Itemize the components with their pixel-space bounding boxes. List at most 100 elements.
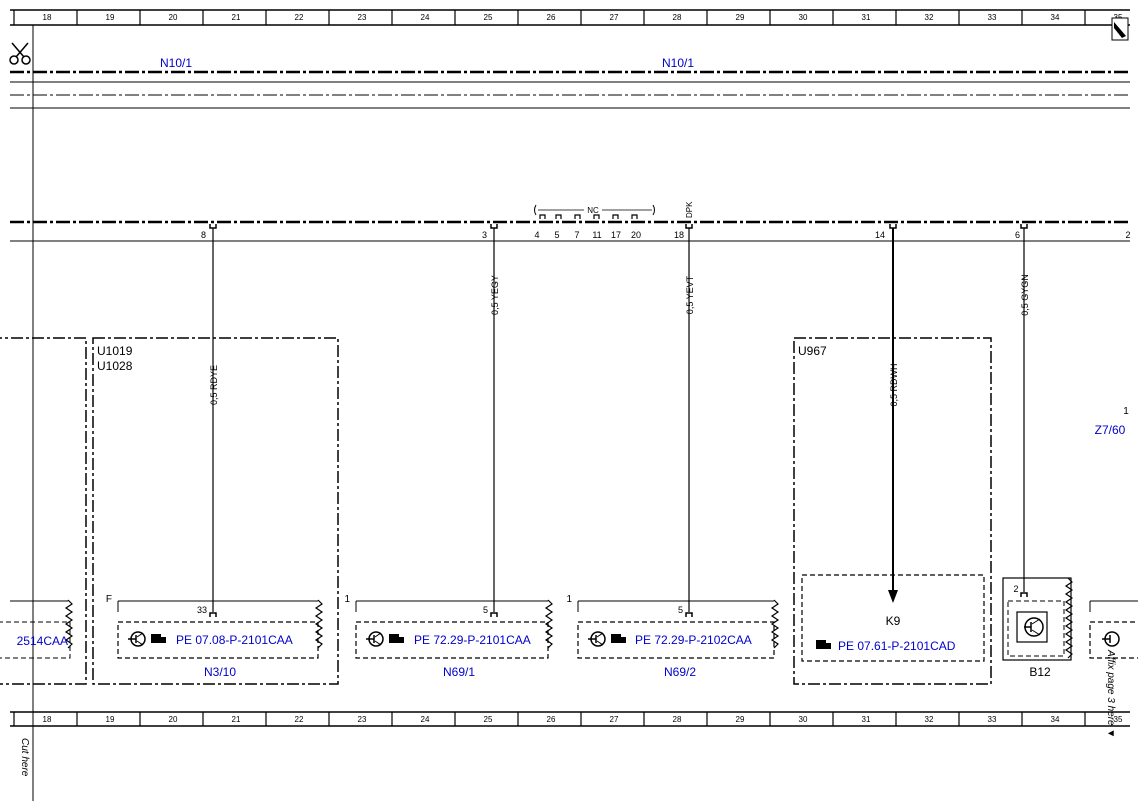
ruler-bottom-number: 20 — [169, 715, 178, 724]
ruler-top-number: 31 — [862, 13, 871, 22]
component-name-link[interactable]: Z7/60 — [1095, 423, 1126, 437]
dpk-label: DPK — [685, 201, 694, 218]
ruler-bottom-number: 28 — [673, 715, 682, 724]
ruler-bottom-number: 26 — [547, 715, 556, 724]
ruler-bottom-number: 23 — [358, 715, 367, 724]
component-corner-label: F — [106, 594, 112, 605]
ruler-bottom-number: 19 — [106, 715, 115, 724]
nc-bracket — [534, 204, 655, 216]
ruler-bottom-number: 18 — [43, 715, 52, 724]
pin-number: 4 — [534, 230, 539, 240]
pin-number: 7 — [574, 230, 579, 240]
component-name-link[interactable]: N69/1 — [443, 665, 475, 679]
nc-label: NC — [587, 206, 599, 215]
pin-number: 18 — [674, 230, 684, 240]
group-label: U967 — [798, 344, 827, 358]
scissors-icon — [9, 42, 31, 65]
ruler-top-number: 19 — [106, 13, 115, 22]
bus-label-right[interactable]: N10/1 — [662, 56, 694, 70]
ruler-top-number: 20 — [169, 13, 178, 22]
bus-n10-1 — [10, 70, 1130, 109]
ruler-top-number: 25 — [484, 13, 493, 22]
ruler-bottom-number: 22 — [295, 715, 304, 724]
pin-number: 3 — [482, 230, 487, 240]
ruler-top-number: 27 — [610, 13, 619, 22]
component-ref-link[interactable]: PE 72.29-P-2102CAA — [635, 633, 752, 647]
ruler-bottom-number: 27 — [610, 715, 619, 724]
component-name-link[interactable]: N3/10 — [204, 665, 236, 679]
ruler-top-number: 23 — [358, 13, 367, 22]
pin-number: 11 — [592, 230, 601, 240]
ruler-bottom-number: 31 — [862, 715, 871, 724]
pin-number: 6 — [1015, 230, 1020, 240]
wire-label: 0,5 RDYE — [209, 365, 219, 405]
reference-hand-icon — [611, 634, 626, 643]
ruler-top-number: 24 — [421, 13, 430, 22]
reference-hand-icon — [151, 634, 166, 643]
pin-number: 5 — [678, 605, 683, 615]
component-n69-1 — [355, 599, 554, 659]
connector-bar — [10, 220, 1130, 242]
wire-label: 0,5 YEGY — [490, 275, 500, 315]
component-ref-link[interactable]: PE 07.61-P-2101CAD — [838, 639, 956, 653]
ruler-top-number: 21 — [232, 13, 241, 22]
wire-label: 0,5 RDWH — [889, 363, 899, 406]
pin-number: 2 — [1013, 584, 1018, 594]
transistor-icon — [128, 631, 146, 647]
ruler-top-number: 33 — [988, 13, 997, 22]
pin-number: 14 — [875, 230, 885, 240]
cut-here-label: Cut here — [19, 738, 30, 777]
pin-number: 17 — [611, 230, 621, 240]
pin-number: 5 — [483, 605, 488, 615]
component-ref-link[interactable]: PE 72.29-P-2101CAA — [414, 633, 531, 647]
pin-number: 2 — [1125, 230, 1130, 240]
ruler-bottom-number: 24 — [421, 715, 430, 724]
transistor-icon — [1024, 617, 1044, 637]
component-ref-link[interactable]: PE 07.08-P-2101CAA — [176, 633, 293, 647]
pin-number: 5 — [554, 230, 559, 240]
component-corner-label: 1 — [344, 594, 350, 605]
component-k9 — [801, 574, 985, 662]
component-name: B12 — [1029, 665, 1051, 679]
component-name: K9 — [886, 614, 901, 628]
group-box-left-partial — [0, 337, 87, 685]
group-label: U1028 — [97, 359, 133, 373]
ruler-top-number: 28 — [673, 13, 682, 22]
group-label: U1019 — [97, 344, 133, 358]
page-corner-icon — [1111, 17, 1129, 41]
transistor-icon — [1102, 631, 1120, 647]
component-name-link[interactable]: N69/2 — [664, 665, 696, 679]
ruler-top-number: 30 — [799, 13, 808, 22]
component-n3-10 — [117, 599, 324, 659]
pin-number: 33 — [197, 605, 207, 615]
ruler-bottom-number: 29 — [736, 715, 745, 724]
group-box-u967 — [793, 337, 992, 685]
component-corner-label: 1 — [566, 594, 572, 605]
ruler-bottom-number: 21 — [232, 715, 241, 724]
wire-rdwh[interactable] — [888, 228, 898, 603]
ruler-top-number: 18 — [43, 13, 52, 22]
transistor-icon — [588, 631, 606, 647]
ruler-bottom-number: 25 — [484, 715, 493, 724]
ruler-top-number: 22 — [295, 13, 304, 22]
component-partial-left — [0, 599, 74, 659]
ruler-bottom-number: 32 — [925, 715, 934, 724]
ruler-top-number: 34 — [1051, 13, 1060, 22]
reference-hand-icon — [816, 640, 831, 649]
component-n69-2 — [577, 599, 780, 659]
pin-number: 20 — [631, 230, 641, 240]
pin-number: 8 — [201, 230, 206, 240]
affix-page-label: Affix page 3 here ▼ — [1105, 649, 1116, 738]
bus-label-left[interactable]: N10/1 — [160, 56, 192, 70]
wire-label: 0,5 YEVT — [685, 275, 695, 314]
component-ref-link[interactable]: 2514CAA — [17, 634, 68, 648]
transistor-icon — [366, 631, 384, 647]
ruler-bottom-number: 30 — [799, 715, 808, 724]
pin-number: 1 — [1123, 406, 1129, 417]
wire-label: 0,5 GYGN — [1020, 274, 1030, 316]
ruler-top-number: 32 — [925, 13, 934, 22]
component-b12 — [1002, 577, 1074, 661]
reference-hand-icon — [389, 634, 404, 643]
ruler-bottom-number: 33 — [988, 715, 997, 724]
